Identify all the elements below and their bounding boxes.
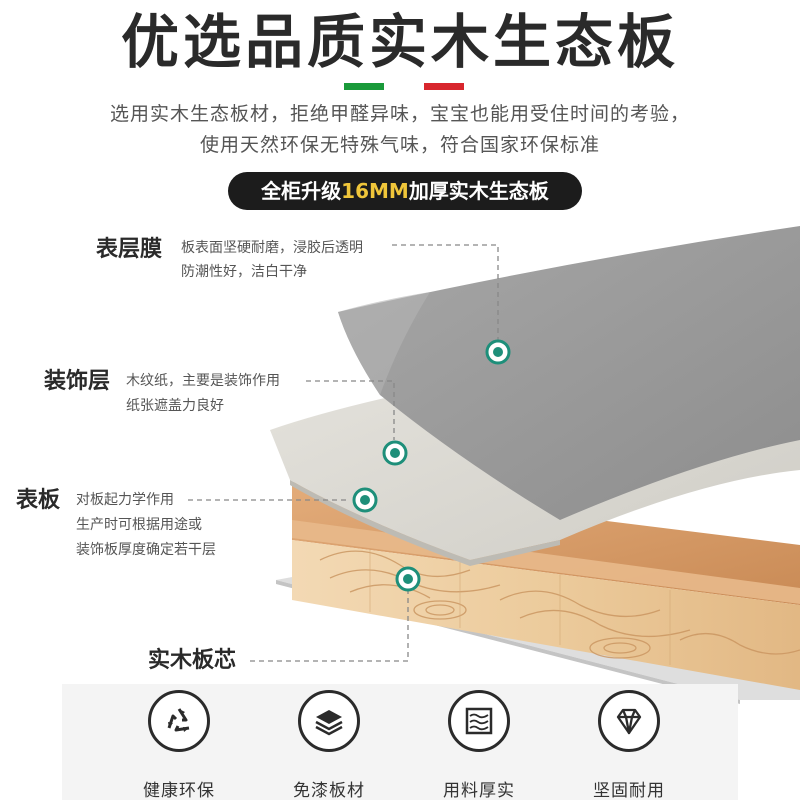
layers-icon (298, 690, 360, 752)
feature-label-durable: 坚固耐用 (593, 781, 665, 801)
layer-desc-face-board-2: 生产时可根据用途或 (76, 517, 202, 533)
layer-desc-decorative-1: 木纹纸，主要是装饰作用 (126, 373, 280, 389)
flag-bar-red (424, 83, 464, 90)
layer-title-face-board: 表板 (16, 488, 61, 513)
feature-durable: 坚固耐用 (569, 690, 689, 801)
layer-desc-decorative-2: 纸张遮盖力良好 (126, 398, 224, 414)
upgrade-badge-prefix: 全柜升级 (261, 179, 342, 203)
marker-surface-film (485, 339, 511, 365)
layer-title-wood-core: 实木板芯 (148, 648, 237, 673)
page-title: 优选品质实木生态板 (120, 8, 679, 76)
feature-thick-material: 用料厚实 (419, 690, 539, 801)
layer-desc-face-board-1: 对板起力学作用 (76, 492, 174, 508)
feature-no-paint: 免漆板材 (269, 690, 389, 801)
subtitle-line-1: 选用实木生态板材，拒绝甲醛异味，宝宝也能用受住时间的考验， (109, 103, 690, 125)
diamond-icon (598, 690, 660, 752)
layer-title-surface-film: 表层膜 (96, 237, 163, 262)
surface-film-layer (338, 226, 800, 520)
feature-eco: 健康环保 (119, 690, 239, 801)
layer-desc-surface-film-2: 防潮性好，洁白干净 (181, 264, 307, 280)
feature-label-eco: 健康环保 (143, 781, 215, 801)
subtitle-line-2: 使用天然环保无特殊气味，符合国家环保标准 (199, 134, 600, 156)
layer-desc-surface-film-1: 板表面坚硬耐磨，浸胶后透明 (181, 240, 363, 256)
upgrade-badge-suffix: 加厚实木生态板 (408, 179, 549, 203)
marker-decorative-layer (382, 440, 408, 466)
feature-label-thick-material: 用料厚实 (443, 781, 515, 801)
upgrade-badge-thickness: 16MM (341, 179, 409, 203)
layer-title-decorative: 装饰层 (44, 369, 111, 394)
upgrade-badge: 全柜升级16MM加厚实木生态板 (228, 172, 582, 210)
layer-desc-face-board-3: 装饰板厚度确定若干层 (76, 542, 216, 558)
wood-grain-icon (448, 690, 510, 752)
marker-wood-core (395, 566, 421, 592)
feature-label-no-paint: 免漆板材 (293, 781, 365, 801)
flag-bar-green (344, 83, 384, 90)
marker-face-board (352, 487, 378, 513)
recycle-icon (148, 690, 210, 752)
